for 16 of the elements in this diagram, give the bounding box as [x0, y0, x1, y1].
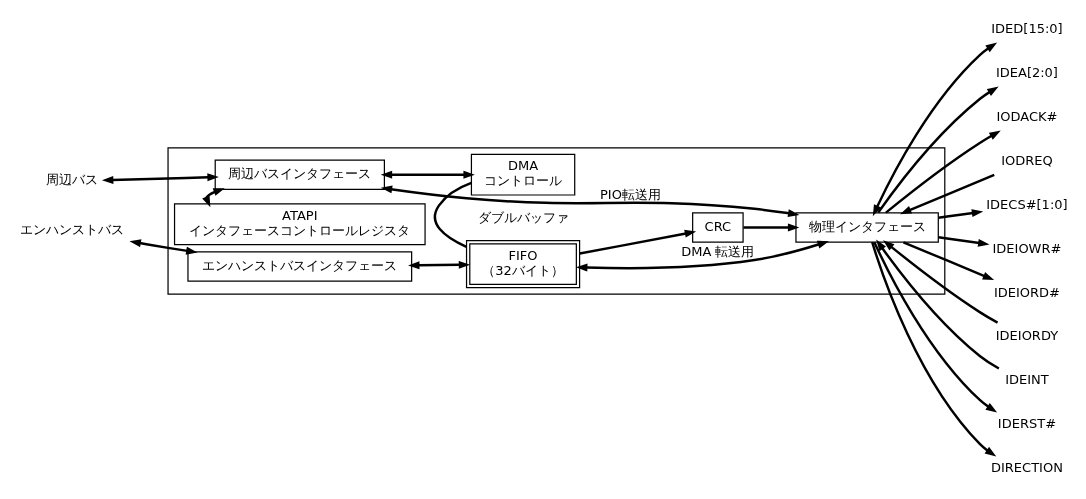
edge-label: PIO転送用 [599, 186, 661, 202]
node-text: IDED[15:0] [991, 20, 1063, 36]
node-text: IDEINT [1005, 372, 1049, 388]
node-text: DIRECTION [990, 460, 1063, 476]
node-text: IDEIORD# [993, 284, 1060, 300]
node-text: IDEIOWR# [992, 240, 1062, 256]
node-text: 周辺バス [46, 172, 99, 188]
node-text: IDEA[2:0] [995, 64, 1058, 80]
node-text: IDERST# [997, 416, 1057, 432]
node-text: IODREQ [1001, 152, 1053, 168]
node-label: ダブルバッファ [477, 209, 569, 225]
node-text: IDECS#[1:0] [986, 196, 1068, 212]
node-text: エンハンストバス [20, 221, 125, 237]
node-text: IDEIORDY [995, 328, 1059, 344]
node-text: IODACK# [996, 108, 1058, 124]
edge-label: DMA 転送用 [681, 243, 755, 259]
